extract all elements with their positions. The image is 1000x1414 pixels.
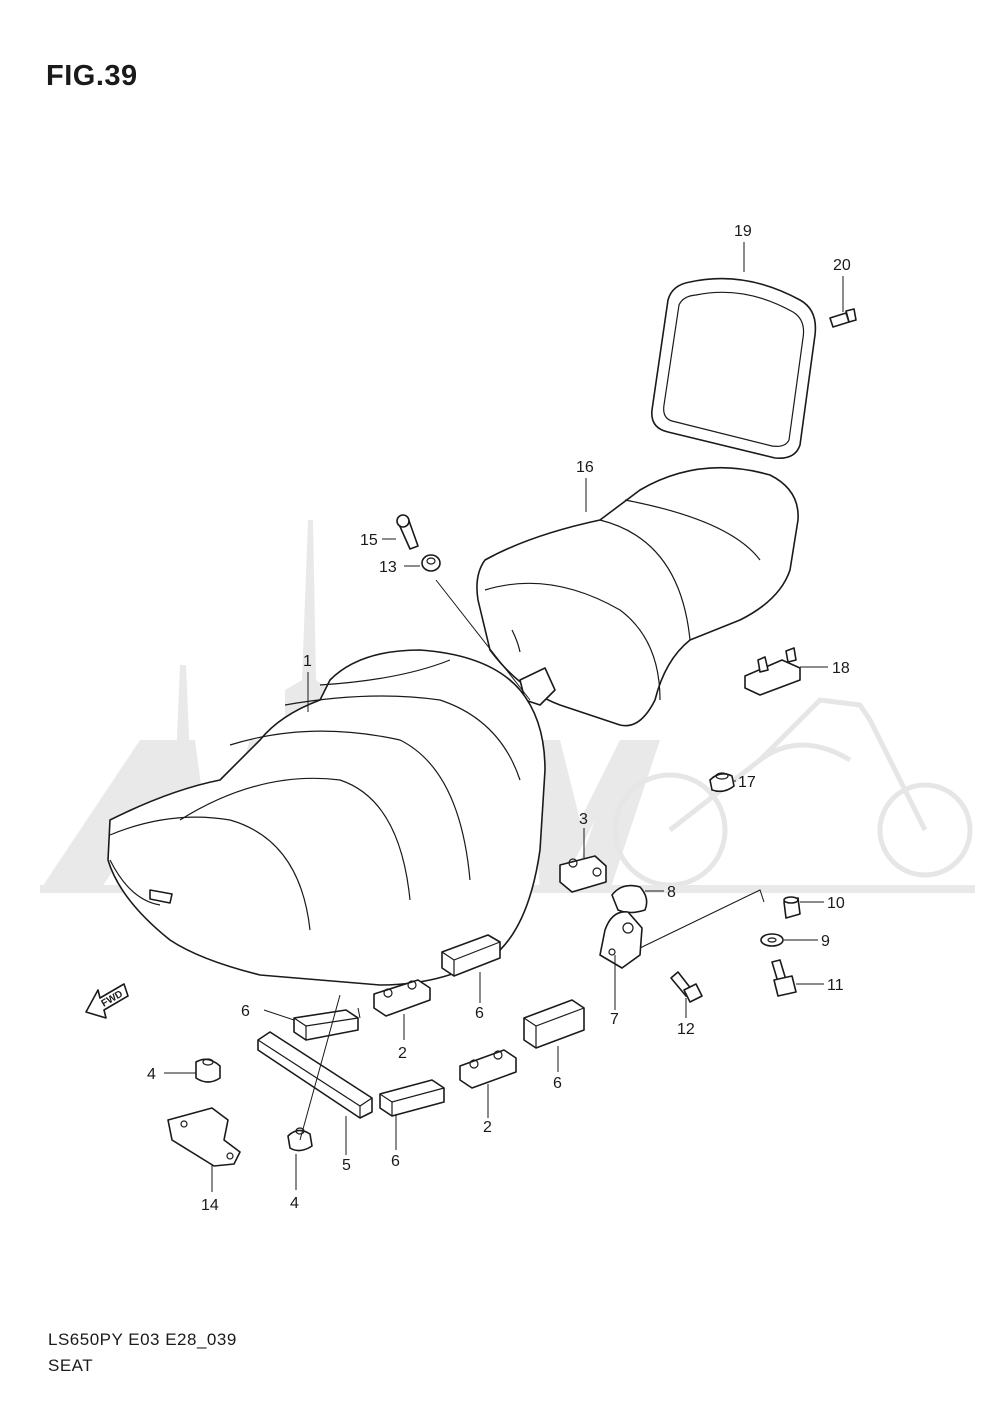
callout-13: 13 (379, 559, 397, 576)
callout-6: 6 (241, 1003, 250, 1020)
callout-10: 10 (827, 895, 845, 912)
callout-20: 20 (833, 257, 851, 274)
bracket-14 (167, 1107, 241, 1167)
cushion-6-bottom (379, 1079, 445, 1117)
grommet-4-left (195, 1058, 221, 1083)
cushion-6-upper (441, 934, 501, 977)
cushion-6-left (293, 1009, 359, 1041)
screw-20 (829, 308, 857, 328)
callout-17: 17 (738, 774, 756, 791)
bolt-15 (396, 514, 419, 550)
grommet-17 (709, 772, 735, 793)
callout-8: 8 (667, 884, 676, 901)
callout-7: 7 (610, 1011, 619, 1028)
damper-2-upper (373, 979, 431, 1017)
bolt-11 (771, 959, 797, 997)
callout-6: 6 (475, 1005, 484, 1022)
cushion-3 (559, 855, 607, 893)
damper-8 (611, 884, 648, 914)
callout-6: 6 (553, 1075, 562, 1092)
callout-19: 19 (734, 223, 752, 240)
bolt-12 (670, 971, 703, 1003)
front-seat (107, 649, 546, 986)
callout-16: 16 (576, 459, 594, 476)
bracket-18 (744, 647, 801, 696)
figure-code: LS650PY E03 E28_039 (48, 1330, 237, 1349)
nut-13 (421, 554, 441, 572)
bracket-7 (599, 911, 643, 969)
callout-4: 4 (147, 1066, 156, 1083)
bar-5 (257, 1031, 373, 1119)
forward-direction-arrow: FWD (85, 983, 129, 1019)
collar-10 (783, 896, 801, 919)
callout-12: 12 (677, 1021, 695, 1038)
callout-14: 14 (201, 1197, 219, 1214)
callout-15: 15 (360, 532, 378, 549)
callout-2: 2 (483, 1119, 492, 1136)
backrest-pad (651, 277, 817, 460)
figure-name: SEAT (48, 1356, 94, 1375)
callout-3: 3 (579, 811, 588, 828)
cushion-6-right (523, 999, 585, 1049)
fwd-label: FWD (100, 989, 125, 1010)
callout-1: 1 (303, 653, 312, 670)
rear-seat (476, 466, 799, 727)
leader-lines (164, 242, 844, 1192)
callout-2: 2 (398, 1045, 407, 1062)
callout-18: 18 (832, 660, 850, 677)
grommet-4-bottom (287, 1127, 313, 1152)
callout-labels: 1 2 2 3 4 4 5 6 6 6 6 7 8 9 10 11 12 13 … (147, 223, 851, 1214)
callout-4: 4 (290, 1195, 299, 1212)
damper-2-lower (459, 1049, 517, 1089)
callout-9: 9 (821, 933, 830, 950)
callout-11: 11 (827, 977, 844, 994)
figure-title: FIG.39 (46, 60, 138, 92)
washer-9 (760, 933, 784, 947)
callout-5: 5 (342, 1157, 351, 1174)
callout-6: 6 (391, 1153, 400, 1170)
